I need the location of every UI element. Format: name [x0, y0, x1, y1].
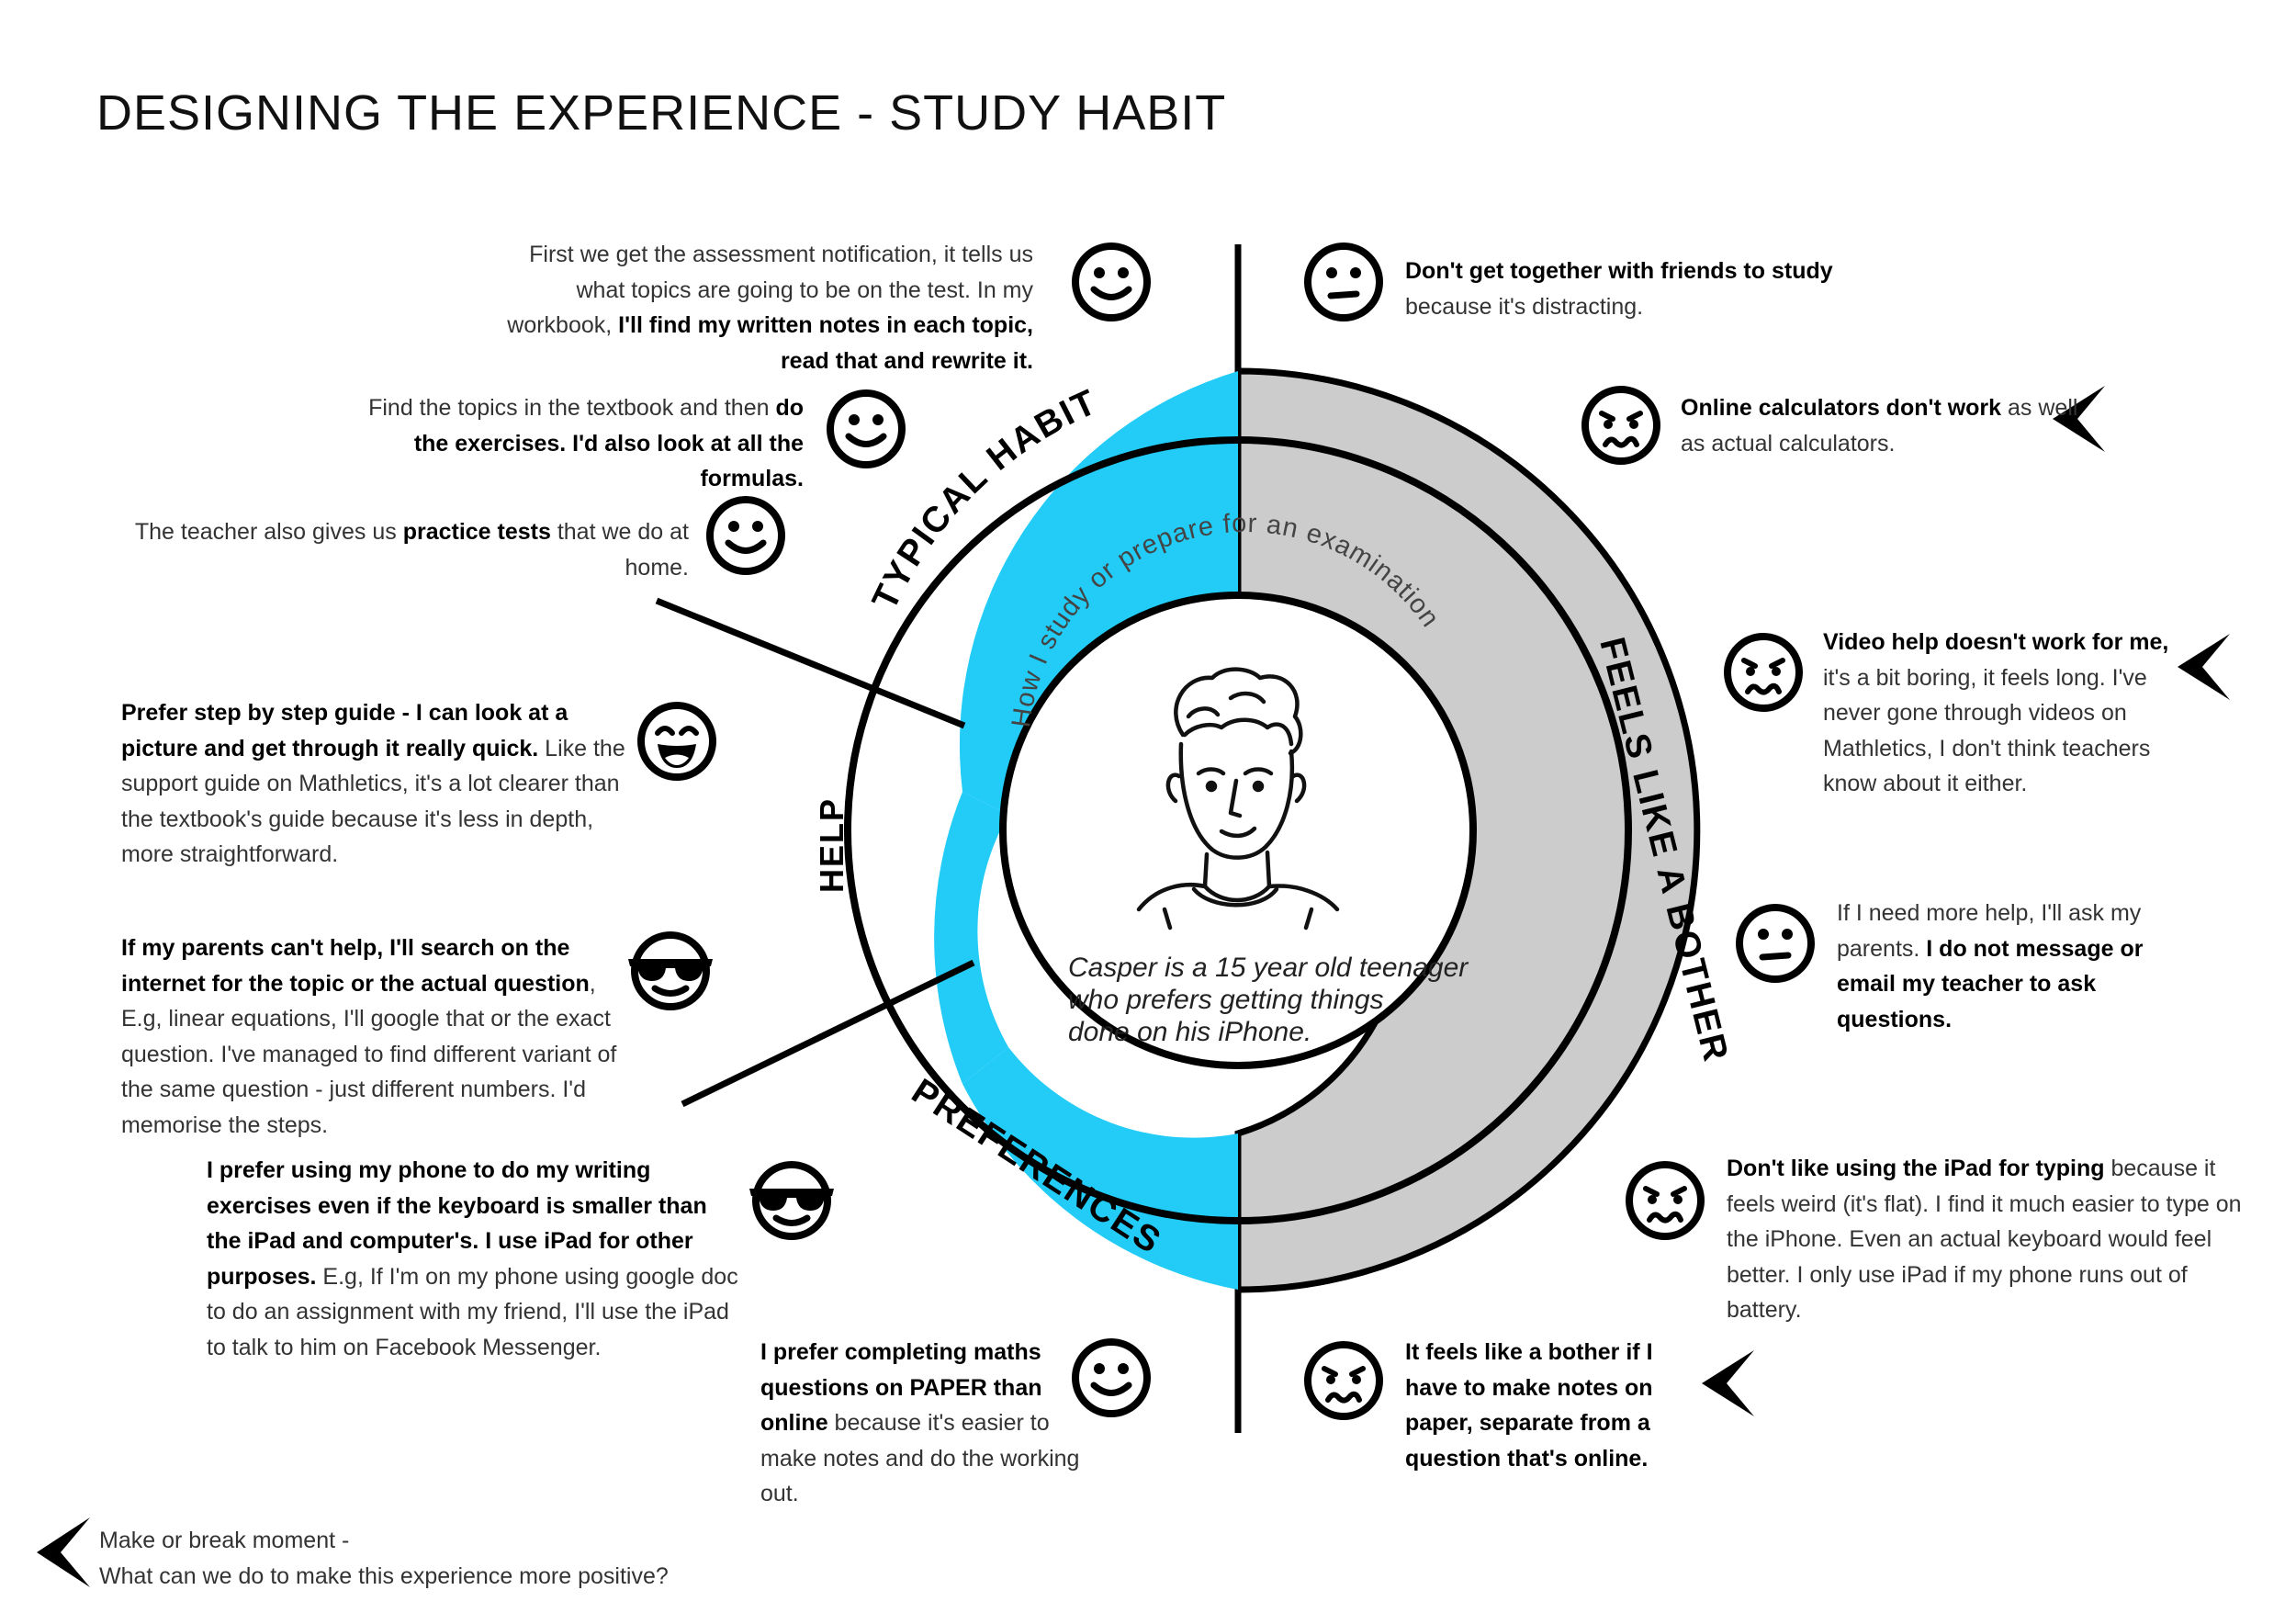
break-arrow-icon — [2053, 386, 2105, 452]
quote-text-segment: Find the topics in the textbook and then — [368, 395, 776, 421]
quote-text-segment: It feels like a bother if I have to make… — [1405, 1339, 1653, 1472]
neutral-face-icon — [1736, 904, 1815, 983]
upset-face-icon — [1304, 1341, 1383, 1420]
ring-label-help: HELP — [813, 797, 850, 893]
quote-text-segment: Online calculators don't work — [1681, 395, 2002, 421]
legend-line-2: What can we do to make this experience m… — [99, 1563, 669, 1589]
quote-text-segment: Video help doesn't work for me, — [1823, 629, 2169, 655]
quote-text-segment: I prefer using my phone to do my writing… — [207, 1157, 707, 1290]
help-segment — [934, 792, 1008, 1084]
quote-text-segment: Don't get together with friends to study — [1405, 258, 1833, 284]
quote-text-segment: because it feels weird (it's flat). I fi… — [1727, 1156, 2242, 1323]
typical-habit-segment — [959, 371, 1238, 815]
break-arrow-icon — [2178, 634, 2230, 700]
quote-ipad-typing: Don't like using the iPad for typing bec… — [1727, 1151, 2259, 1328]
quote-practice-tests: The teacher also gives us practice tests… — [119, 514, 689, 585]
quote-text-segment: I prefer completing maths questions on P… — [760, 1339, 1042, 1436]
page-title: DESIGNING THE EXPERIENCE - STUDY HABIT — [96, 85, 1227, 141]
quote-text-segment: Prefer step by step guide - I can look a… — [121, 700, 568, 761]
legend: Make or break moment - What can we do to… — [99, 1523, 669, 1595]
quote-text-segment: First we get the assessment notification… — [507, 242, 1033, 338]
cool-face-icon — [749, 1161, 834, 1240]
quote-text-segment: because it's distracting. — [1405, 293, 1644, 320]
quote-step-by-step-guide: Prefer step by step guide - I can look a… — [121, 695, 636, 873]
quote-text-segment: because it's easier to make notes and do… — [760, 1410, 1080, 1506]
quote-assessment-notes: First we get the assessment notification… — [501, 237, 1033, 378]
quote-text-segment: Like the support guide on Mathletics, it… — [121, 735, 625, 868]
smile-face-icon — [1072, 1338, 1151, 1417]
quote-paper-questions: I prefer completing maths questions on P… — [760, 1335, 1091, 1512]
quote-notes-on-paper: It feels like a bother if I have to make… — [1405, 1335, 1708, 1476]
upset-face-icon — [1724, 633, 1803, 712]
quote-text-segment: I do not message or email my teacher to … — [1837, 935, 2144, 1032]
quote-phone-writing: I prefer using my phone to do my writing… — [207, 1153, 739, 1365]
quote-text-segment: that we do at home. — [550, 519, 689, 581]
preferences-segment — [962, 1047, 1238, 1290]
upset-face-icon — [1581, 386, 1660, 465]
grin-face-icon — [637, 702, 716, 781]
quote-text-segment: If I need more help, I'll ask my parents… — [1837, 900, 2142, 962]
quote-text-segment: Don't like using the iPad for typing — [1727, 1156, 2105, 1181]
divider-line-upper — [655, 597, 966, 729]
quote-online-calculators: Online calculators don't work as well as… — [1681, 390, 2085, 461]
quote-textbook-exercises: Find the topics in the textbook and then… — [363, 390, 804, 497]
quote-ask-parents: If I need more help, I'll ask my parents… — [1837, 896, 2186, 1037]
quote-text-segment: If my parents can't help, I'll search on… — [121, 935, 590, 997]
quote-text-segment: do the exercises. I'd also look at all t… — [413, 395, 804, 491]
smile-face-icon — [827, 389, 906, 468]
smile-face-icon — [1072, 242, 1151, 321]
quote-text-segment: as well as actual calculators. — [1681, 395, 2078, 457]
cool-face-icon — [628, 931, 713, 1010]
legend-line-1: Make or break moment - — [99, 1528, 350, 1553]
quote-text-segment: , E.g, linear equations, I'll google tha… — [121, 970, 617, 1138]
center-caption: Casper is a 15 year old teenager who pre… — [1068, 953, 1476, 1047]
quote-video-help: Video help doesn't work for me, it's a b… — [1823, 625, 2190, 802]
upset-face-icon — [1626, 1161, 1705, 1240]
divider-line-lower — [681, 959, 975, 1108]
casper-portrait — [1136, 667, 1340, 930]
quote-internet-search: If my parents can't help, I'll search on… — [121, 930, 617, 1143]
smile-face-icon — [706, 496, 785, 575]
quote-text-segment: practice tests — [402, 519, 551, 545]
neutral-face-icon — [1304, 242, 1383, 321]
quote-text-segment: it's a bit boring, it feels long. I've n… — [1823, 664, 2151, 797]
break-arrow-icon — [37, 1517, 90, 1587]
quote-text-segment: E.g, If I'm on my phone using google doc… — [207, 1263, 738, 1360]
quote-text-segment: I'll find my written notes in each topic… — [618, 312, 1033, 374]
quote-friends-distracting: Don't get together with friends to study… — [1405, 254, 1846, 324]
quote-text-segment: The teacher also gives us — [134, 519, 403, 545]
break-arrow-icon — [1702, 1350, 1754, 1416]
